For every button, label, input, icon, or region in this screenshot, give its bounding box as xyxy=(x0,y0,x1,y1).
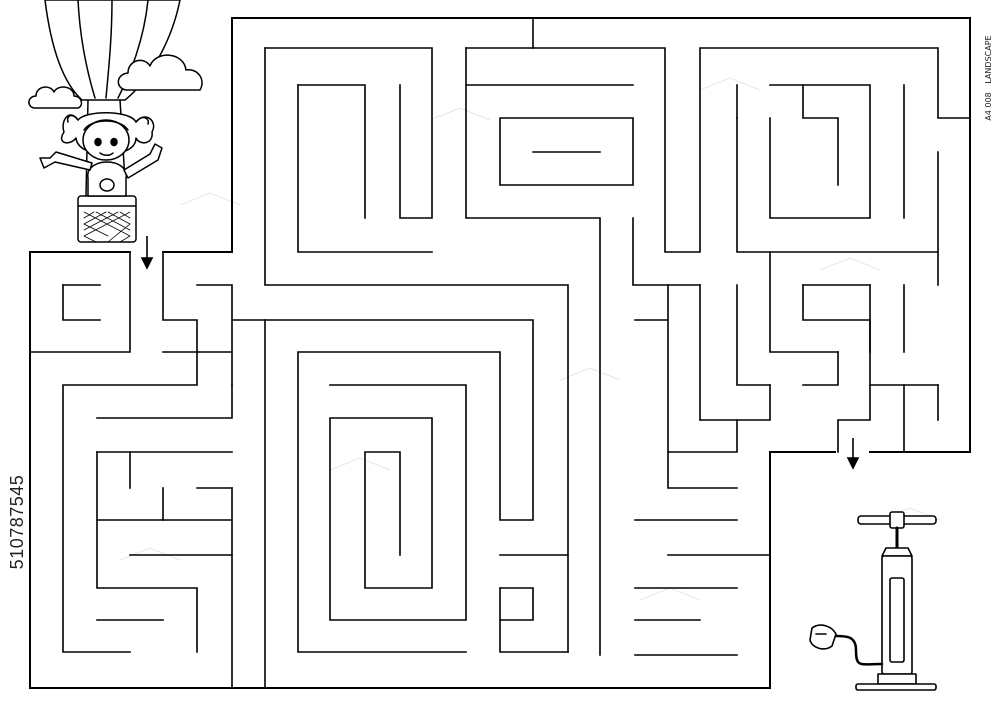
orientation-label: LANDSCAPE xyxy=(984,35,993,84)
stock-image-id: 510787545 xyxy=(7,474,27,570)
cloud-icon xyxy=(117,54,203,91)
cloud-icon xyxy=(28,86,83,109)
girl-in-hot-air-balloon-icon xyxy=(28,0,203,243)
format-code: A4 008 xyxy=(984,92,993,121)
down-arrow-icon xyxy=(140,236,154,270)
down-arrow-icon xyxy=(846,438,860,470)
maze-inner-walls xyxy=(29,17,971,689)
format-label: A4 008 LANDSCAPE xyxy=(984,23,996,133)
air-pump-icon xyxy=(809,511,937,691)
watermark-pattern xyxy=(119,77,941,601)
maze-outer-wall xyxy=(29,17,971,689)
